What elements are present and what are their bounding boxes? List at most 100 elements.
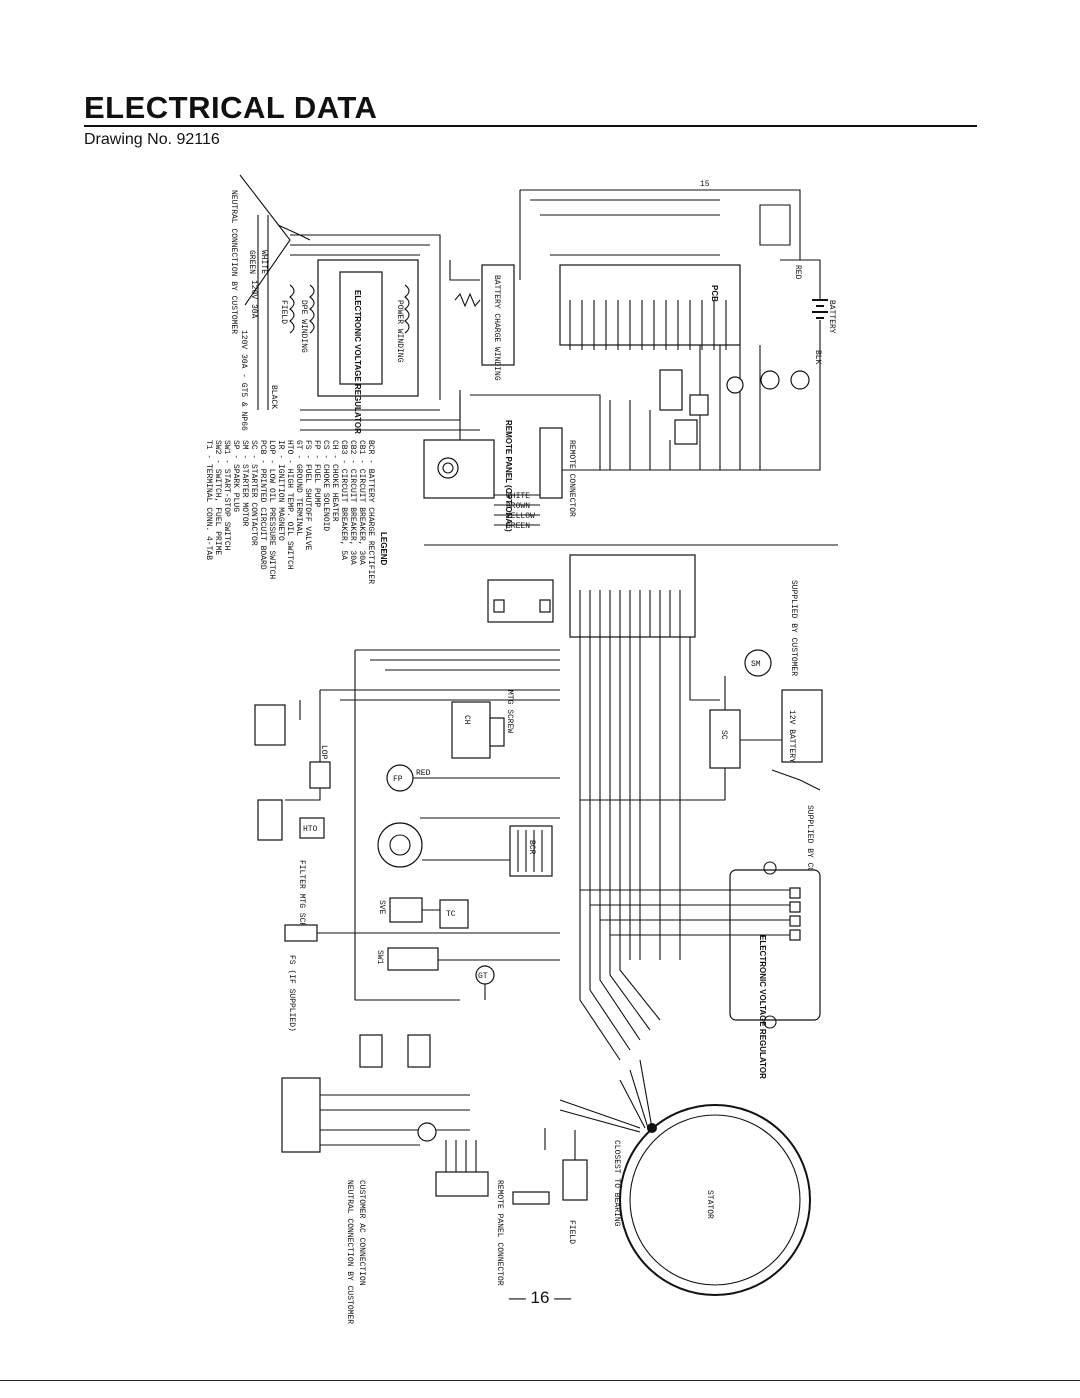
pcb-label: PCB [710,285,719,302]
gt-label: GT [478,972,488,981]
remote-panel-label: REMOTE PANEL (OPTIONAL) [504,420,513,532]
page-number: — 16 — [508,1288,572,1307]
starter-motor-label: SM [751,660,761,669]
neutral-note: NEUTRAL CONNECTION BY CUSTOMER [229,190,238,334]
choke-heater-label: CH [462,715,471,725]
remote-panel-connector [435,1171,489,1197]
starter-contactor [709,709,741,769]
power-winding-label: POWER WINDING [395,300,404,363]
legend-item: PCB - PRINTED CIRCUIT BOARD [258,440,267,570]
starter-motor-symbol [744,649,772,677]
tc-label: TC [446,910,456,919]
wire-black-label: BLACK [269,385,278,409]
remote-panel-indicator [437,457,459,479]
bcr-rectifier [509,825,553,877]
customer-ac-connection [281,1077,321,1153]
ignition-magneto [512,1191,550,1205]
wire-white-label: WHITE [259,250,268,274]
legend-item: IR - IGNITION MAGNETO [276,440,285,541]
lop-switch [309,761,331,789]
battery-charge-winding-box [481,264,515,366]
sve-label: SVE [377,900,386,915]
field-connector-label: FIELD [567,1220,576,1244]
remote-panel-connector-label: REMOTE PANEL CONNECTOR [495,1180,504,1286]
footer-rule [0,1380,1080,1381]
motor-symbol-fp [760,370,780,390]
supplied-by-customer-top: SUPPLIED BY CUSTOMER [789,580,798,676]
legend-item: FP - FUEL PUMP [312,440,321,507]
neutral-connection-label: NEUTRAL CONNECTION BY CUSTOMER [345,1180,354,1324]
fuel-pump-wire-red: RED [416,769,431,778]
fuel-shutoff-valve [284,924,318,942]
supplied-by-customer-bottom: SUPPLIED BY CUSTOMER [805,805,814,901]
closest-to-bearing-label: CLOSEST TO BEARING [612,1140,621,1227]
hto-switch [299,817,325,839]
legend-item: GT - GROUND TERMINAL [294,440,303,536]
bcr-label: BCR [527,840,536,855]
spark-plug-2 [257,799,283,841]
thermal-cutout [439,899,469,929]
upper-schematic: NEUTRAL CONNECTION BY CUSTOMER GREEN WHI… [229,174,838,546]
evr-label: ELECTRONIC VOLTAGE REGULATOR [353,290,362,434]
rating-note: 120V 30A - GT5 & NP66 [239,330,248,431]
stator-label: STATOR [705,1190,714,1219]
drawing-number: Drawing No. 92116 [84,131,220,148]
legend-item: HTO - HIGH TEMP. OIL SWITCH [285,440,294,570]
legend-item: SW1 - START-STOP SWITCH [222,440,231,551]
mtg-screw-label: MTG SCREW [505,690,514,733]
starter-contactor-label: SC [719,730,728,740]
remote-connector-label: REMOTE CONNECTOR [567,440,576,517]
legend-item: T1 - TERMINAL CONN. 4-TAB [204,440,213,560]
choke-heater [451,701,491,759]
pcb-connector-block [569,554,696,638]
fuel-pump-label: FP [393,775,403,784]
fs-label: FS (IF SUPPLIED) [287,955,296,1032]
voltage-regulator-box [339,271,383,385]
legend-item: CH - CHOKE HEATER [330,440,339,522]
wire-red-label: RED [793,265,802,280]
stator-ring [619,1104,811,1296]
stator-inner-ring [629,1114,801,1286]
legend-item: SP - SPARK PLUG [231,440,240,512]
motor-symbol-sm [790,370,810,390]
evr-lower-label: ELECTRONIC VOLTAGE REGULATOR [758,935,767,1079]
filter-mtg-screw-label: FILTER MTG SCREW [297,860,306,937]
start-stop-switch [387,947,439,971]
circuit-breaker-cb1 [359,1034,383,1068]
legend: LEGEND BCR - BATTERY CHARGE RECTIFIER CB… [204,440,388,584]
customer-ac-label: CUSTOMER AC CONNECTION [357,1180,366,1286]
field-label: FIELD [279,300,288,324]
sve-valve [389,897,423,923]
legend-item: BCR - BATTERY CHARGE RECTIFIER [366,440,375,584]
wire-green-label: GREEN [247,250,256,274]
legend-item: CB3 - CIRCUIT BREAKER, 5A [339,440,348,560]
electronic-voltage-regulator [729,869,821,1021]
lower-wiring: SUPPLIED BY CUSTOMER 12V BATTERY SM SC S… [254,554,823,1324]
wire-blk-label: BLK [813,350,822,365]
field-connector [562,1159,588,1201]
remote-panel-box [423,439,495,499]
remote-connector-box [539,427,563,499]
page-title: ELECTRICAL DATA [84,90,378,125]
battery-charge-winding-label: BATTERY CHARGE WINDING [492,275,501,381]
battery-12v [781,689,823,763]
title-rule [84,125,977,127]
motor-symbol-cs [726,376,744,394]
wire-color-yellow: YELLOW [506,512,535,521]
legend-item: SM - STARTER MOTOR [240,440,249,527]
legend-item: CB2 - CIRCUIT BREAKER, 30A [348,440,357,565]
legend-item: SC - STARTER CONTACTOR [249,440,258,546]
top-wire-15: 15 [700,180,710,189]
battery-12v-label: 12V BATTERY [787,710,796,763]
wire-color-green: GREEN [506,522,530,531]
spark-plug-lead [254,704,286,746]
voltage-note: 120V 30A [249,280,258,319]
battery-label: BATTERY [827,300,836,334]
hto-label: HTO [303,825,318,834]
dpe-winding-label: DPE WINDING [299,300,308,353]
legend-item: LOP - LOW OIL PRESSURE SWITCH [267,440,276,579]
sw1-label: SW1 [375,950,384,965]
wire-color-brown: BROWN [506,502,530,511]
legend-item: CS - CHOKE SOLENOID [321,440,330,531]
